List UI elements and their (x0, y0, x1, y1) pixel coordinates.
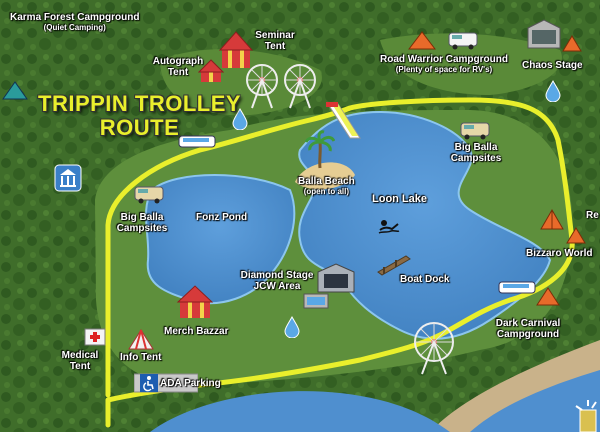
label-boat-dock: Boat Dock (400, 274, 450, 285)
ferris-wheel-icon (284, 64, 316, 109)
waterslide-icon (326, 102, 361, 139)
water-drop-icon (545, 80, 561, 102)
stage-icon (317, 263, 355, 293)
label-balla-beach: Balla Beach(open to all) (298, 176, 355, 196)
seminar-clearing (160, 49, 322, 116)
palm-tree-icon (305, 130, 335, 169)
tent-icon (2, 81, 28, 100)
tent-icon (128, 329, 154, 350)
label-big-balla-left: Big Balla Campsites (116, 212, 168, 234)
tent-icon (566, 227, 586, 244)
wheelchair-icon (140, 374, 158, 392)
label-road-warrior: Road Warrior Campground(Plenty of space … (380, 54, 508, 74)
river-area (470, 370, 600, 432)
label-chaos-stage: Chaos Stage (522, 60, 583, 71)
rv-icon (448, 32, 478, 50)
label-diamond-stage: Diamond Stage JCW Area (240, 270, 314, 292)
label-merch-bazzar: Merch Bazzar (164, 326, 229, 337)
boat-dock-icon (377, 255, 411, 276)
route-title: TRIPPIN TROLLEY ROUTE (38, 92, 241, 140)
water-drop-icon (232, 108, 248, 130)
medical-cross-icon (84, 328, 106, 346)
tent-icon (540, 209, 564, 230)
trolley-route-line (105, 97, 575, 428)
label-ada-parking: ADA Parking (160, 378, 221, 389)
tent-icon (198, 59, 224, 82)
building-icon (54, 164, 82, 192)
sparkle-icon (575, 400, 597, 432)
label-dark-carnival: Dark Carnival Campground (495, 318, 561, 340)
tent-icon (176, 285, 214, 318)
trolley-icon (498, 281, 536, 294)
fonz-pond (145, 174, 296, 305)
tent-icon (218, 31, 254, 68)
label-info-tent: Info Tent (120, 352, 162, 363)
label-medical-tent: Medical Tent (61, 350, 99, 372)
balla-beach-sand (295, 162, 355, 190)
label-fonz-pond: Fonz Pond (196, 212, 248, 223)
rv-icon (460, 122, 490, 140)
loon-lake (298, 110, 552, 340)
route-title-line-1: TRIPPIN TROLLEY (38, 91, 242, 116)
trolley-icon (178, 135, 216, 148)
label-seminar-tent: Seminar Tent (255, 30, 295, 52)
stage-icon (303, 293, 329, 309)
ferris-wheel-icon (414, 322, 454, 375)
tent-icon (408, 31, 436, 50)
label-big-balla-right: Big Balla Campsites (450, 142, 502, 164)
tent-icon (562, 35, 582, 52)
swimmer-icon (378, 220, 400, 234)
label-bizzaro-world: Bizzaro World (526, 248, 593, 259)
label-karma-forest: Karma Forest Campground(Quiet Camping) (10, 12, 140, 32)
south-water (150, 391, 450, 432)
route-title-line-2: ROUTE (99, 115, 180, 140)
rv-icon (134, 186, 164, 204)
label-loon-lake: Loon Lake (372, 193, 428, 205)
label-edge-right: Re (586, 210, 599, 221)
label-autograph-tent: Autograph Tent (152, 56, 204, 78)
water-drop-icon (284, 316, 300, 338)
ferris-wheel-icon (246, 64, 278, 109)
stage-icon (527, 19, 561, 49)
tent-icon (536, 287, 560, 306)
